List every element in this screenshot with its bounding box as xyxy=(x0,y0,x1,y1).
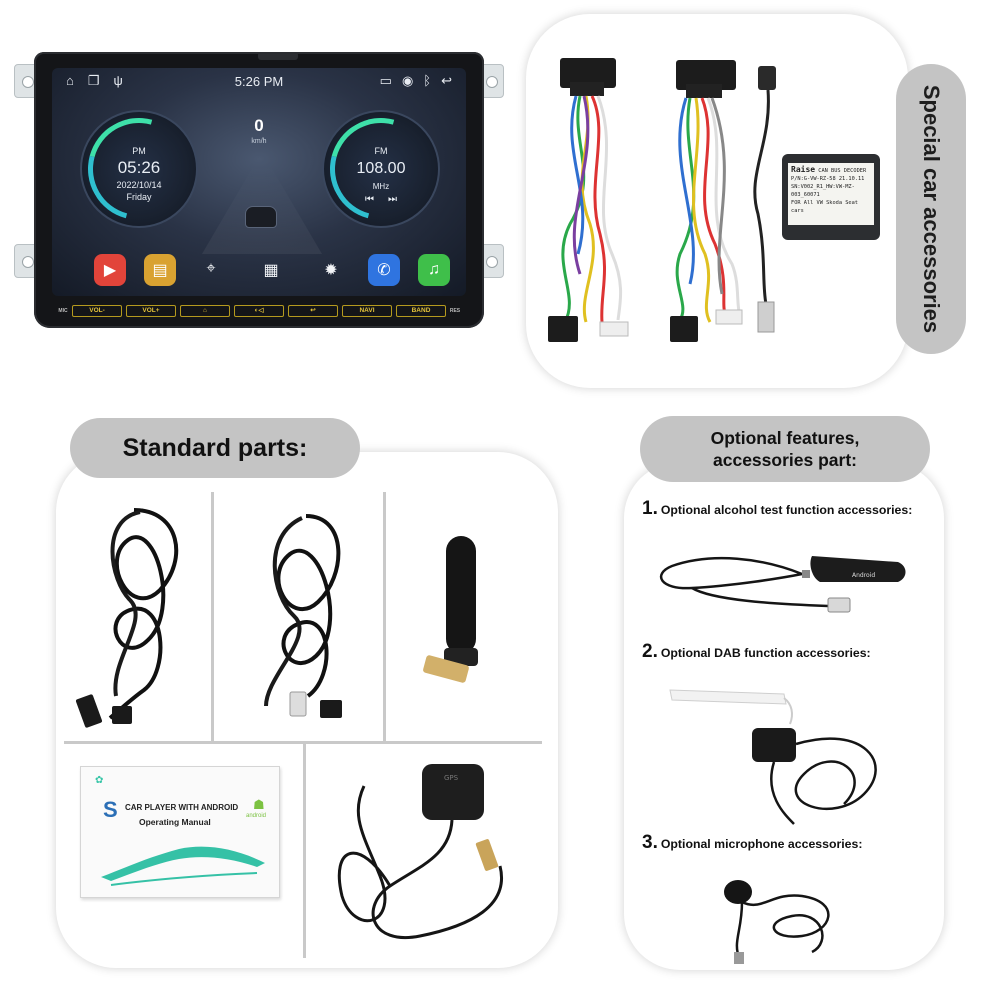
grid-divider xyxy=(303,744,306,958)
speed-unit: km/h xyxy=(251,138,267,145)
usb-cable-2-photo xyxy=(264,514,342,718)
manual-subtitle: Operating Manual xyxy=(139,817,211,827)
grid-divider xyxy=(64,741,542,744)
microphone-photo xyxy=(724,880,830,964)
bluetooth-icon: ᛒ xyxy=(423,73,432,88)
status-time: 5:26 PM xyxy=(234,74,284,89)
special-accessories-tab: Special car accessories xyxy=(896,64,966,354)
power-mute-button[interactable]: ◐◁ xyxy=(234,305,284,317)
can-bus-decoder: Raise CAN BUS DECODER P/N:G-VW-RZ-58 21.… xyxy=(782,154,880,240)
optional-accessories-panel xyxy=(624,462,944,970)
music-app-icon[interactable]: ♫ xyxy=(418,254,450,286)
standard-parts-title: Standard parts: xyxy=(122,433,308,462)
logo-icon: ✿ xyxy=(95,775,104,786)
decoder-label: Raise CAN BUS DECODER P/N:G-VW-RZ-58 21.… xyxy=(788,163,874,225)
decoder-name: CAN BUS DECODER xyxy=(818,168,867,174)
brand-s-icon: S xyxy=(103,797,118,822)
optional-features-tab: Optional features, accessories part: xyxy=(640,416,930,482)
radio-controls: ⏮ ⏭ xyxy=(324,194,438,205)
radio-unit: MHz xyxy=(372,182,390,191)
clock-widget: PM 05:26 2022/10/14 Friday xyxy=(80,110,198,228)
bezel-tab xyxy=(258,52,298,60)
dab-antenna-photo xyxy=(669,689,877,825)
tester-label: Android xyxy=(852,572,875,579)
clock-mode: PM xyxy=(132,146,146,156)
item-number: 1. xyxy=(642,498,658,519)
clock-time: 05:26 xyxy=(117,158,161,177)
android-robot-icon: ☗ xyxy=(253,797,265,812)
grid-divider xyxy=(383,492,386,742)
alcohol-tester-photo: Android xyxy=(659,556,906,613)
band-button[interactable]: BAND xyxy=(396,305,446,317)
app-dock: ▶ ▤ ⌖ ▦ ✹ ✆ ♫ xyxy=(52,254,466,290)
radio-frequency: 108.00 xyxy=(356,160,406,177)
item-number: 2. xyxy=(642,641,658,662)
navi-button[interactable]: NAVI xyxy=(342,305,392,317)
gps-antenna-photo: GPS xyxy=(337,764,503,939)
status-icons-right: ▭ ◉ ᛒ ↩ xyxy=(380,73,452,89)
mic-label: MIC xyxy=(58,308,68,314)
antenna-adapter-cable xyxy=(753,66,776,333)
navigation-icon[interactable]: ⌖ xyxy=(206,260,216,277)
next-icon[interactable]: ⏭ xyxy=(387,194,397,205)
status-bar: ⌂ ❐ ψ 5:26 PM ▭ ◉ ᛒ ↩ xyxy=(52,68,466,94)
vol-up-button[interactable]: VOL+ xyxy=(126,305,176,317)
location-icon: ◉ xyxy=(401,73,414,88)
grid-divider xyxy=(211,492,214,742)
back-icon: ↩ xyxy=(441,73,452,88)
optional-title-line1: Optional features, xyxy=(710,428,860,448)
special-accessories-title: Special car accessories xyxy=(919,84,944,334)
video-app-icon[interactable]: ▶ xyxy=(94,254,126,286)
speed-value: 0 xyxy=(254,116,264,135)
car-silhouette-graphic xyxy=(101,846,265,886)
phone-app-icon[interactable]: ✆ xyxy=(368,254,400,286)
iso-harness xyxy=(548,58,629,342)
clock-date: 2022/10/14 xyxy=(116,180,162,190)
item-number: 3. xyxy=(642,832,658,853)
decoder-serial: SN:V002_R1_HW:VW-MZ-003_60071 xyxy=(791,184,855,198)
decoder-brand: Raise xyxy=(791,165,816,174)
recent-apps-icon: ❐ xyxy=(87,73,100,88)
item-text: Optional DAB function accessories: xyxy=(660,646,871,660)
usb-icon: ψ xyxy=(113,73,123,88)
optional-title-line2: accessories part: xyxy=(713,450,857,470)
status-icons-left: ⌂ ❐ ψ xyxy=(66,73,123,89)
optional-item-dab: 2. Optional DAB function accessories: xyxy=(642,641,871,663)
hardware-button-strip: MIC VOL- VOL+ ⌂ ◐◁ ↩ NAVI BAND RES xyxy=(50,302,468,320)
head-unit-screen: ⌂ ❐ ψ 5:26 PM ▭ ◉ ᛒ ↩ 0 km/h PM 05:26 20… xyxy=(52,68,466,296)
cast-icon: ▭ xyxy=(379,73,392,88)
wifi-antenna-photo xyxy=(423,536,478,683)
android-logo-text: android xyxy=(246,813,267,819)
vol-down-button[interactable]: VOL- xyxy=(72,305,122,317)
decoder-fitment: FOR All VW Skoda Seat cars xyxy=(791,200,858,214)
manual-title: CAR PLAYER WITH ANDROID xyxy=(125,803,239,812)
decoder-date: 21.10.11 xyxy=(838,176,865,182)
optional-item-microphone: 3. Optional microphone accessories: xyxy=(642,832,862,854)
reset-label: RES xyxy=(449,308,461,314)
gps-label: GPS xyxy=(444,774,459,782)
home-button[interactable]: ⌂ xyxy=(180,305,230,317)
radio-widget: FM 108.00 MHz ⏮ ⏭ xyxy=(322,110,440,228)
radio-app-icon[interactable]: ▤ xyxy=(144,254,176,286)
home-icon: ⌂ xyxy=(66,73,74,88)
item-text: Optional microphone accessories: xyxy=(660,837,863,851)
head-unit-photo: ⌂ ❐ ψ 5:26 PM ▭ ◉ ᛒ ↩ 0 km/h PM 05:26 20… xyxy=(14,48,504,330)
previous-icon[interactable]: ⏮ xyxy=(365,194,375,205)
apps-grid-icon[interactable]: ▦ xyxy=(263,262,279,279)
usb-cable-1-photo xyxy=(75,508,179,728)
back-button[interactable]: ↩ xyxy=(288,305,338,317)
optional-item-alcohol: 1. Optional alcohol test function access… xyxy=(642,498,912,520)
can-harness xyxy=(670,60,743,342)
operating-manual-photo: ✿ S CAR PLAYER WITH ANDROID Operating Ma… xyxy=(80,766,280,898)
standard-parts-tab: Standard parts: xyxy=(70,418,360,478)
wiring-harness-photo xyxy=(548,58,776,342)
decoder-part-number: P/N:G-VW-RZ-58 xyxy=(791,176,836,182)
item-text: Optional alcohol test function accessori… xyxy=(660,503,913,517)
car-icon xyxy=(245,206,277,228)
radio-band: FM xyxy=(374,146,388,156)
clock-day: Friday xyxy=(126,192,152,202)
settings-gear-icon[interactable]: ✹ xyxy=(324,262,338,279)
